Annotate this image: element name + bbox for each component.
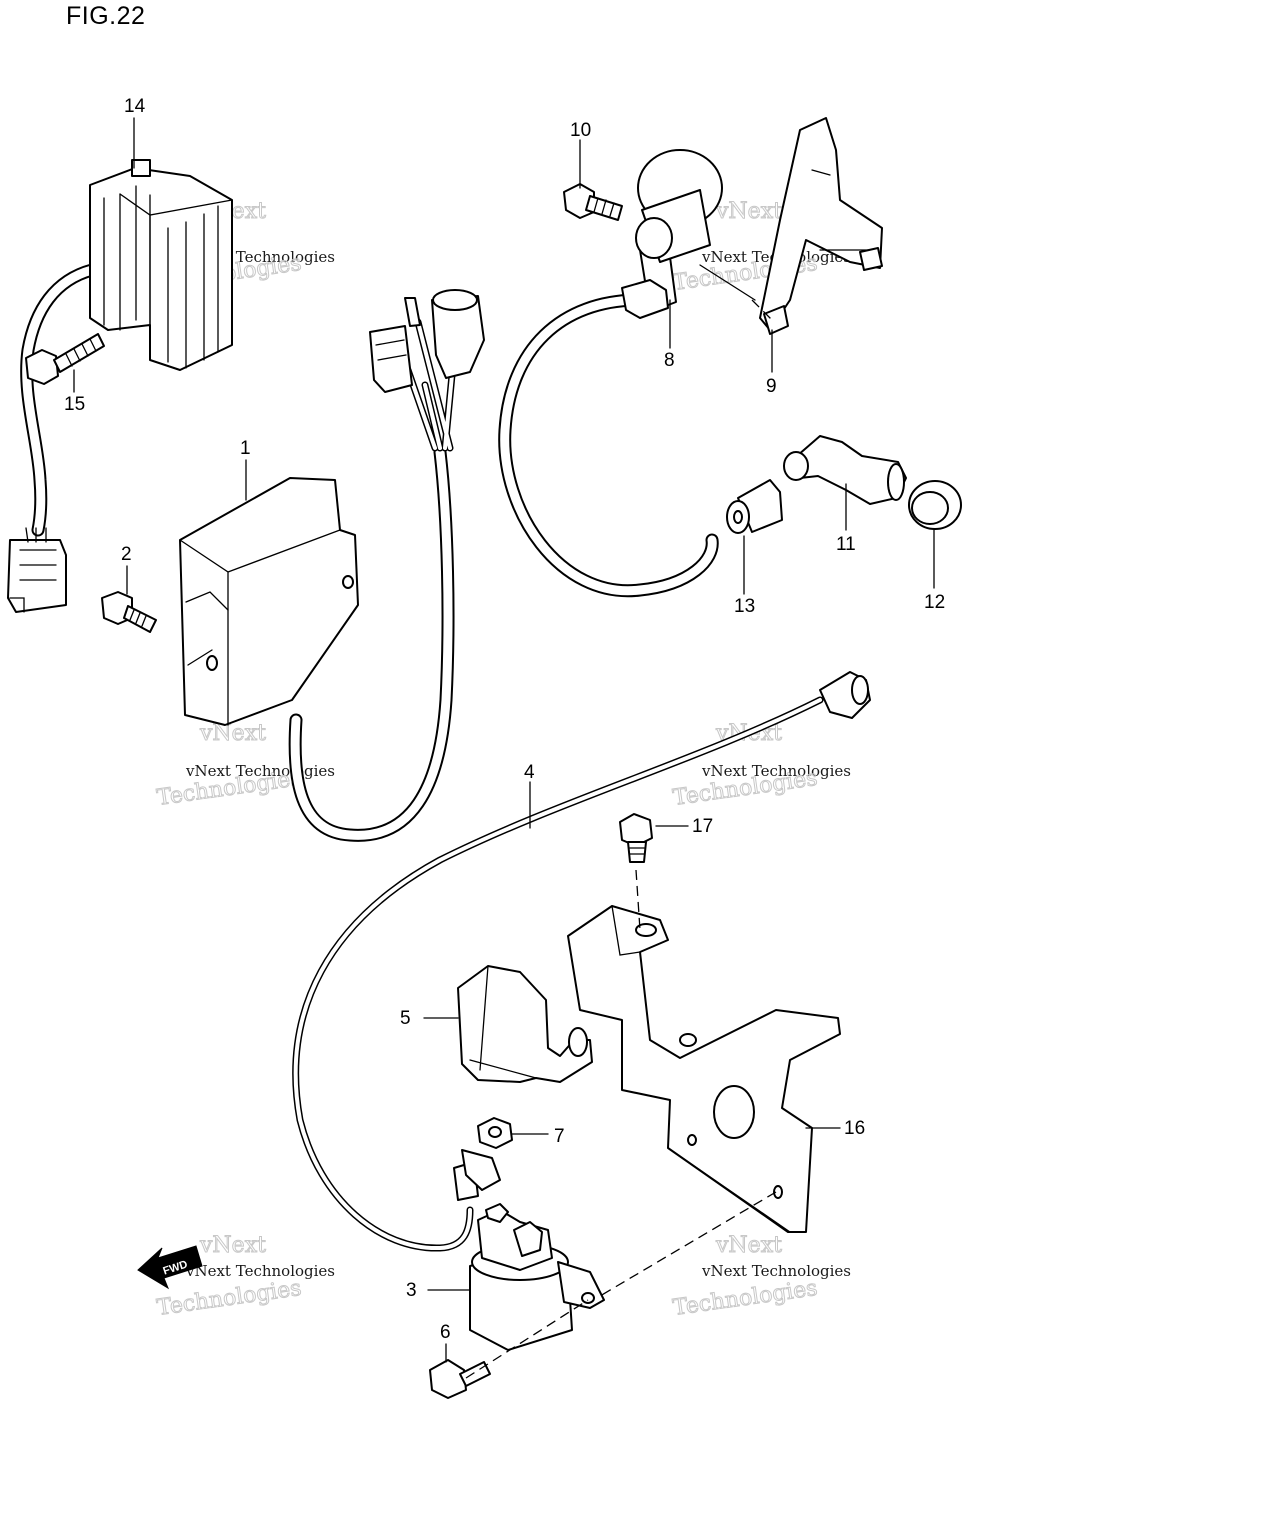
part-1-cdi-unit	[179, 289, 485, 842]
part-9-bracket	[759, 117, 883, 335]
watermark-word: Technologies	[671, 1276, 819, 1321]
callout-1: 1	[240, 438, 251, 459]
part-14-regulator	[7, 159, 233, 613]
callout-9: 9	[766, 376, 777, 397]
part-17-bolt	[619, 813, 653, 863]
figure-title: FIG.22	[66, 2, 146, 30]
callout-10: 10	[570, 120, 591, 141]
part-16-bracket	[567, 905, 841, 1233]
part-7-nut	[477, 1117, 513, 1149]
watermark-text: vNext Technologies	[701, 762, 851, 780]
callout-5: 5	[400, 1008, 411, 1029]
watermark-text: vNext Technologies	[701, 1262, 851, 1280]
watermark-4: vNext vNext Technologies Technologies	[671, 721, 851, 812]
fwd-arrow: FWD	[137, 1245, 203, 1290]
part-12-seal	[908, 480, 962, 530]
watermark-6: vNext vNext Technologies Technologies	[671, 1233, 851, 1322]
part-11-plug-cap	[783, 435, 907, 505]
watermark-word: vNext	[199, 721, 266, 746]
callout-15: 15	[64, 394, 85, 415]
watermark-5: vNext vNext Technologies Technologies	[155, 1233, 335, 1322]
watermark-word: Technologies	[155, 1276, 303, 1321]
callout-3: 3	[406, 1280, 417, 1301]
callout-6: 6	[440, 1322, 451, 1343]
part-15-bolt	[25, 333, 105, 385]
watermark-text: vNext Technologies	[185, 1262, 335, 1280]
callout-4: 4	[524, 762, 535, 783]
watermark-word: vNext	[715, 199, 782, 224]
part-13-sleeve	[726, 479, 783, 534]
callout-14: 14	[124, 96, 146, 117]
callout-16: 16	[844, 1118, 865, 1139]
part-10-bolt	[563, 183, 623, 221]
part-8-ignition-coil	[498, 149, 756, 598]
part-3-starter-relay	[469, 1203, 605, 1351]
callout-2: 2	[121, 544, 132, 565]
watermark-word: vNext	[199, 1233, 266, 1258]
callout-12: 12	[924, 592, 945, 613]
watermark-word: vNext	[715, 1233, 782, 1258]
part-2-bolt	[101, 591, 157, 633]
part-5-terminal-cover	[457, 965, 593, 1083]
callout-7: 7	[554, 1126, 565, 1147]
leader-lines	[73, 117, 935, 1363]
callout-17: 17	[692, 816, 713, 837]
part-6-screw	[429, 1359, 491, 1399]
callout-11: 11	[836, 534, 856, 555]
callout-labels: 14 15 1 2 10 8 9 11 12 13 4 17 5 7 16 3 …	[64, 96, 945, 1343]
callout-8: 8	[664, 350, 675, 371]
part-4-wire	[292, 671, 871, 1252]
assembly-guides	[465, 299, 777, 1379]
callout-13: 13	[734, 596, 755, 617]
